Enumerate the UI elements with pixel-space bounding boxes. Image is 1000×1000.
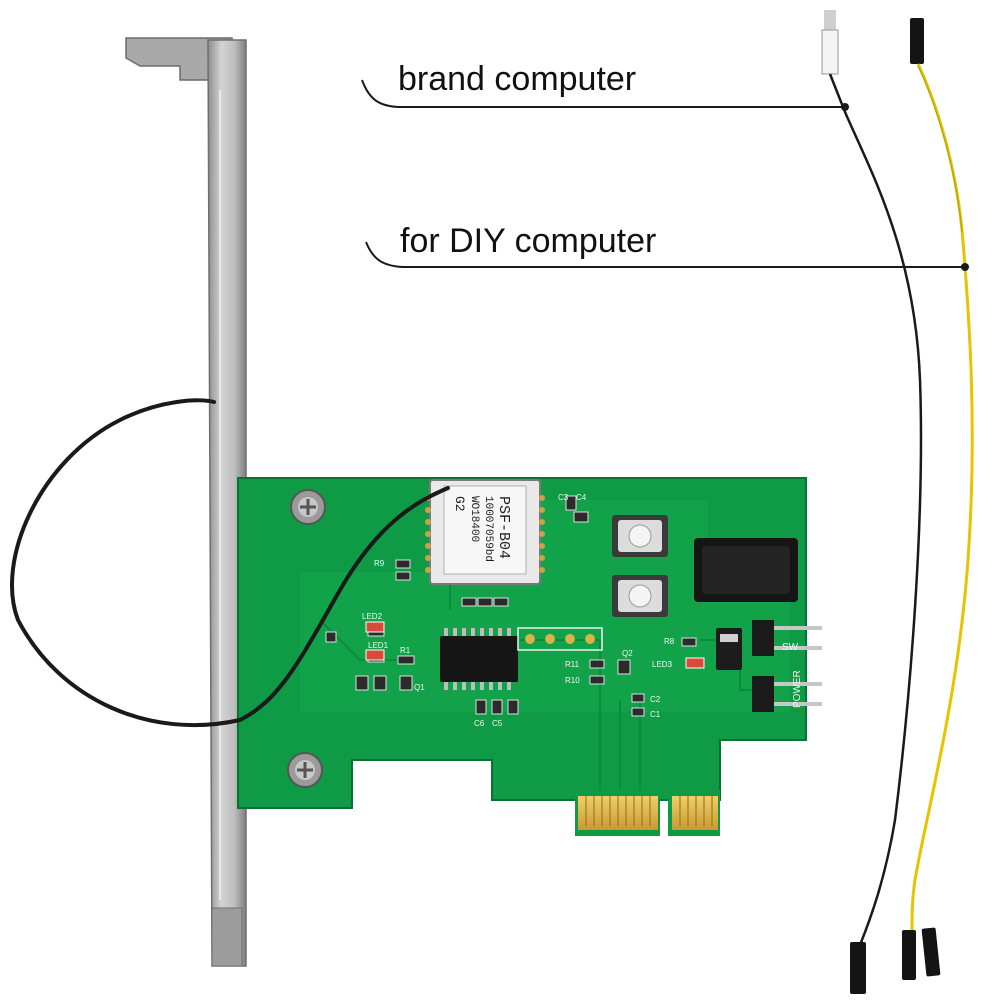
silk-power: POWER: [792, 670, 803, 708]
pin-header-power: [752, 676, 822, 712]
silk-q1: Q1: [414, 683, 425, 692]
relay: [694, 538, 798, 602]
gold-fingers: [578, 796, 718, 830]
push-button-top: [612, 515, 668, 557]
push-button-bottom: [612, 575, 668, 617]
silk-r11: R11: [565, 660, 580, 669]
header-pads: [517, 627, 603, 651]
silk-c5: C5: [492, 719, 503, 728]
pin-header-sw: [752, 620, 822, 656]
pcie-card: PSF-B04 10007059bd WO18400 G2: [237, 477, 822, 836]
silk-c3: C3: [558, 493, 569, 502]
wifi-module: PSF-B04 10007059bd WO18400 G2: [425, 479, 545, 585]
brand-computer-label: brand computer: [398, 60, 637, 98]
silk-led2: LED2: [362, 612, 383, 621]
silk-r1: R1: [400, 646, 411, 655]
module-label-4: G2: [452, 496, 467, 512]
module-label-3: WO18400: [468, 496, 480, 542]
ic-chip: [440, 628, 518, 690]
silk-c2: C2: [650, 695, 661, 704]
diy-computer-label: for DIY computer: [400, 222, 657, 260]
yellow-cable: [902, 18, 974, 980]
smd-components: [325, 495, 705, 717]
silk-led1: LED1: [368, 641, 389, 650]
silk-c1: C1: [650, 710, 661, 719]
diode-component: [716, 628, 742, 670]
silk-q2: Q2: [622, 649, 633, 658]
pci-bracket: [125, 37, 247, 967]
callout-diy: [365, 241, 969, 271]
silk-r8: R8: [664, 637, 675, 646]
silk-c6: C6: [474, 719, 485, 728]
module-label-2: 10007059bd: [482, 496, 494, 562]
module-label-1: PSF-B04: [495, 496, 512, 559]
screw-bottom: [287, 752, 323, 788]
antenna-wire: [9, 398, 450, 728]
screw-top: [290, 489, 326, 525]
silk-led3: LED3: [652, 660, 673, 669]
led2-component: [365, 621, 385, 633]
silk-c4: C4: [576, 493, 587, 502]
callout-brand: [361, 79, 849, 111]
silk-sw: SW: [782, 642, 799, 653]
silk-r9: R9: [374, 559, 385, 568]
led1-component: [365, 649, 385, 661]
black-cable: [821, 10, 923, 994]
led3-component: [685, 657, 705, 669]
silk-r10: R10: [565, 676, 580, 685]
